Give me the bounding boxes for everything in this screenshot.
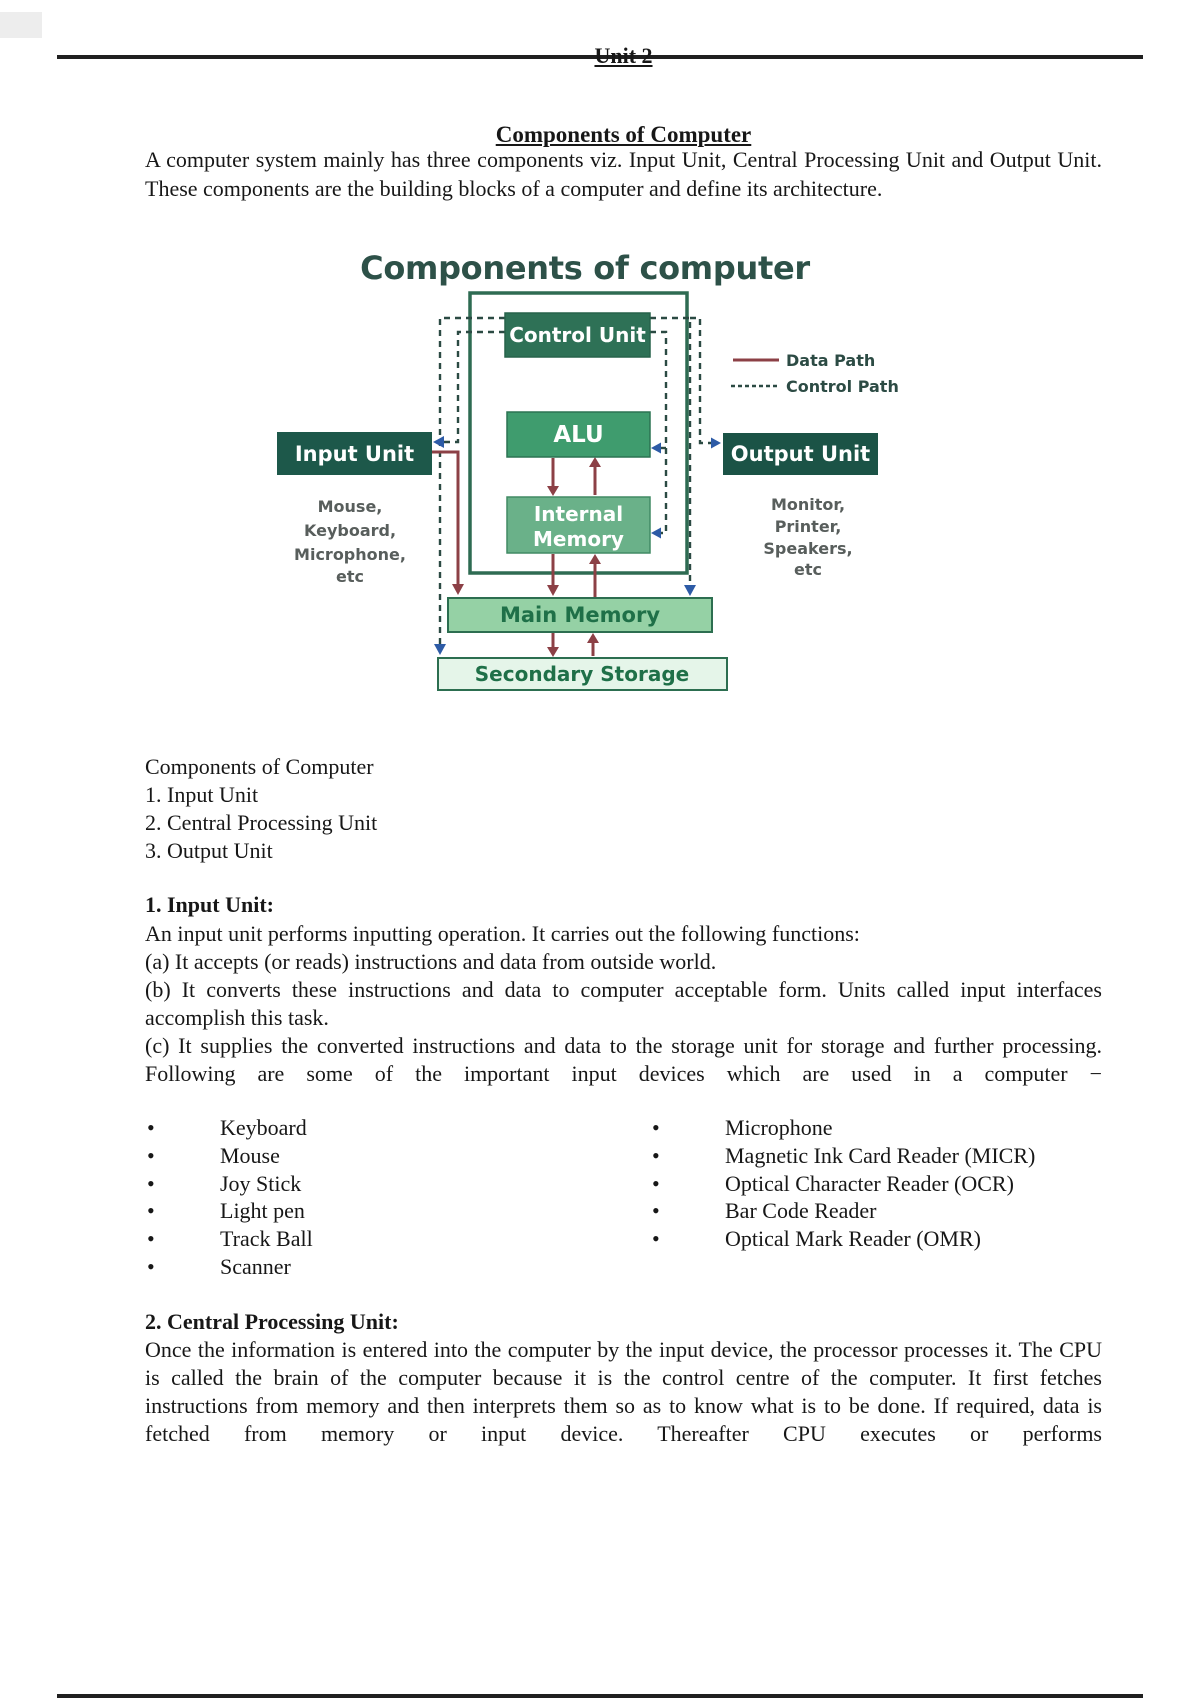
list-item: Track Ball [147,1225,617,1253]
list-item: Light pen [147,1197,617,1225]
main-memory-box [447,597,713,633]
svg-text:Mouse,: Mouse, [318,497,383,516]
unit-header: Unit 2 [594,43,653,68]
bottom-rule [57,1694,1143,1698]
input-devices-list-left: Keyboard Mouse Joy Stick Light pen Track… [147,1114,617,1281]
components-list: Components of Computer 1. Input Unit 2. … [145,753,1102,865]
point-b: (b) It converts these instructions and d… [145,977,1102,1030]
input-unit-intro: An input unit performs inputting operati… [145,921,860,946]
list-item: Optical Mark Reader (OMR) [652,1225,1132,1253]
svg-text:Keyboard,: Keyboard, [304,521,396,540]
components-list-heading: Components of Computer [145,754,374,779]
data-path-lines [432,450,597,656]
input-devices-list-right: Microphone Magnetic Ink Card Reader (MIC… [652,1114,1132,1253]
internal-memory-label-line2: Memory [533,527,624,551]
internal-memory-label-line1: Internal [534,502,623,526]
secondary-storage-label: Secondary Storage [475,662,689,686]
memory-labels: Main Memory Secondary Storage [475,603,689,686]
scan-smudge [0,12,42,38]
control-unit-label: Control Unit [509,323,646,347]
cpu-heading: 2. Central Processing Unit: [145,1309,399,1334]
control-path-arrowheads [433,436,721,655]
components-list-item: 3. Output Unit [145,838,273,863]
diagram-title: Components of computer [360,249,810,287]
box-labels-white: Control Unit ALU Internal Memory Input U… [295,323,870,551]
cpu-paragraph: Once the information is entered into the… [145,1337,1102,1446]
list-item: Joy Stick [147,1170,617,1198]
alu-label: ALU [553,422,603,448]
secondary-storage-box [437,657,728,691]
main-memory-label: Main Memory [500,603,660,627]
list-item: Microphone [652,1114,1132,1142]
svg-text:Speakers,: Speakers, [763,539,852,558]
internal-memory-box [506,496,651,554]
components-list-item: 1. Input Unit [145,782,259,807]
list-item: Magnetic Ink Card Reader (MICR) [652,1142,1132,1170]
control-unit-box [504,312,651,358]
components-diagram: Components of computer [250,225,910,705]
output-unit-label: Output Unit [731,442,870,466]
top-rule [57,55,1143,59]
svg-text:etc: etc [336,567,364,586]
svg-text:etc: etc [794,560,822,579]
list-item: Mouse [147,1142,617,1170]
svg-text:Microphone,: Microphone, [294,545,406,564]
svg-text:Monitor,: Monitor, [771,495,845,514]
legend-labels: Data Path Control Path [786,351,899,396]
page-title: Components of Computer [495,122,752,147]
list-item: Scanner [147,1253,617,1281]
input-unit-points: An input unit performs inputting operati… [145,920,1102,1088]
input-devices-caption: Mouse, Keyboard, Microphone, etc [294,497,406,586]
input-unit-box [277,432,432,475]
output-devices-caption: Monitor, Printer, Speakers, etc [763,495,852,579]
point-a: (a) It accepts (or reads) instructions a… [145,949,717,974]
svg-text:Printer,: Printer, [775,517,842,536]
list-item: Bar Code Reader [652,1197,1132,1225]
point-c: (c) It supplies the converted instructio… [145,1033,1102,1086]
intro-paragraph: A computer system mainly has three compo… [145,147,1102,201]
alu-box [506,411,651,458]
legend-control-path-label: Control Path [786,377,899,396]
output-unit-box [723,433,878,475]
input-unit-heading: 1. Input Unit: [145,892,274,917]
list-item: Keyboard [147,1114,617,1142]
legend-data-path-label: Data Path [786,351,875,370]
data-path-arrowheads [452,457,601,657]
list-item: Optical Character Reader (OCR) [652,1170,1132,1198]
input-unit-label: Input Unit [295,442,414,466]
components-list-item: 2. Central Processing Unit [145,810,378,835]
